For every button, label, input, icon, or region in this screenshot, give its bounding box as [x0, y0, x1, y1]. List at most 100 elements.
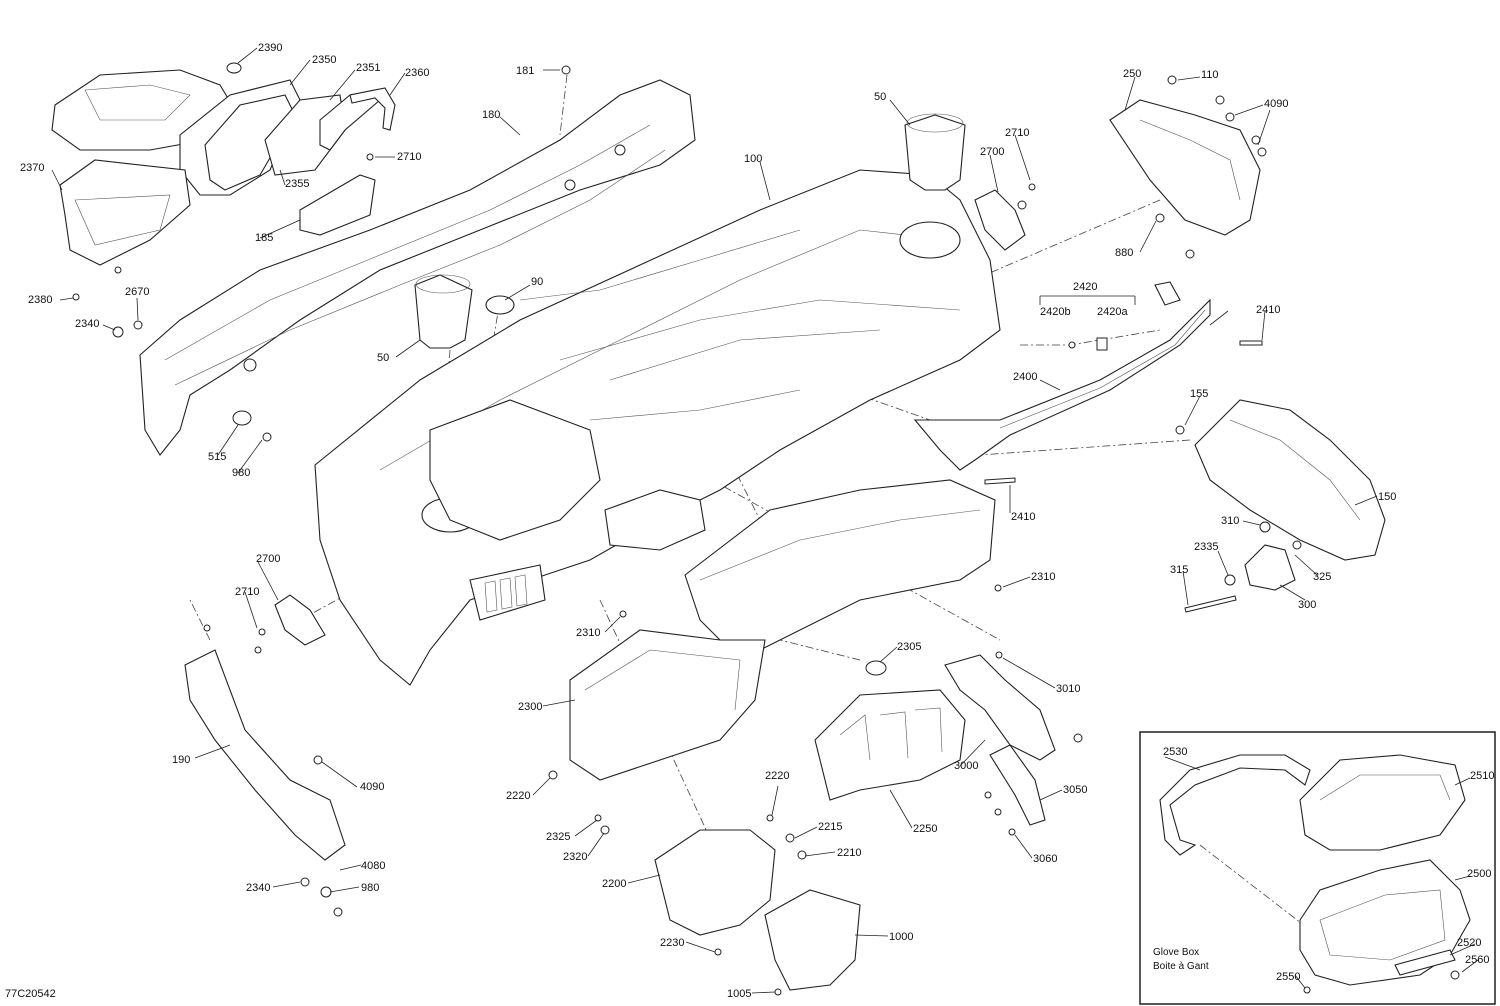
label-2410-bottom: 2410 — [1011, 511, 1035, 523]
label-1000: 1000 — [889, 931, 913, 943]
gauge-cluster-group — [51, 62, 396, 266]
label-2350: 2350 — [312, 54, 336, 66]
label-980-bottom: 980 — [361, 882, 379, 894]
bracket-300 — [1244, 544, 1296, 591]
label-110: 110 — [1201, 69, 1219, 81]
label-1005: 1005 — [727, 988, 751, 1000]
part-labels: 2390 2350 2351 2360 2370 2710 2355 185 2… — [20, 42, 1494, 1000]
label-310: 310 — [1221, 515, 1239, 527]
label-2305: 2305 — [897, 641, 921, 653]
label-2310-left: 2310 — [576, 627, 600, 639]
label-2335: 2335 — [1194, 541, 1218, 553]
label-2390: 2390 — [258, 42, 282, 54]
center-vent — [604, 489, 706, 551]
label-300: 300 — [1298, 599, 1316, 611]
label-315: 315 — [1170, 564, 1188, 576]
label-515: 515 — [208, 451, 226, 463]
bracket-250 — [1109, 99, 1261, 236]
label-2310-right: 2310 — [1031, 571, 1055, 583]
label-980-top: 980 — [232, 467, 250, 479]
label-2400: 2400 — [1013, 371, 1037, 383]
label-2380: 2380 — [28, 294, 52, 306]
plug-2305 — [865, 660, 887, 676]
glove-box-handle-2530 — [1159, 754, 1311, 856]
label-2320: 2320 — [563, 851, 587, 863]
label-90: 90 — [531, 276, 543, 288]
cup-insert-right — [904, 114, 966, 191]
brace-panel-185 — [299, 174, 376, 236]
handle-mount — [1154, 281, 1181, 306]
label-2355: 2355 — [285, 178, 309, 190]
center-storage-tray — [429, 399, 601, 541]
label-2550: 2550 — [1276, 971, 1300, 983]
label-2420: 2420 — [1073, 281, 1097, 293]
side-panel-150 — [1194, 399, 1386, 561]
glove-box-lid-2510 — [1299, 754, 1466, 851]
rear-brace — [139, 79, 696, 456]
cup-insert-left — [414, 274, 473, 349]
fastener-2390 — [226, 62, 242, 74]
label-155: 155 — [1190, 388, 1208, 400]
rear-brace-group — [139, 79, 696, 456]
label-2510: 2510 — [1470, 770, 1494, 782]
label-150: 150 — [1378, 491, 1396, 503]
label-880: 880 — [1115, 247, 1133, 259]
label-4090-left: 4090 — [360, 781, 384, 793]
cluster-lower-housing — [59, 159, 191, 266]
label-2250: 2250 — [913, 823, 937, 835]
label-3060: 3060 — [1033, 853, 1057, 865]
label-2220-left: 2220 — [506, 790, 530, 802]
knee-panel-2250 — [814, 689, 966, 801]
label-2360: 2360 — [405, 67, 429, 79]
glove-box-bin-2500 — [1299, 859, 1471, 986]
label-2220-right: 2220 — [765, 770, 789, 782]
label-3010: 3010 — [1056, 683, 1080, 695]
label-2710-right: 2710 — [1005, 127, 1029, 139]
label-2420a: 2420a — [1097, 306, 1128, 318]
label-3050: 3050 — [1063, 784, 1087, 796]
glove-box-strip-2520 — [1394, 949, 1456, 976]
label-2300: 2300 — [518, 701, 542, 713]
label-2230: 2230 — [660, 937, 684, 949]
label-325: 325 — [1313, 571, 1331, 583]
label-2560: 2560 — [1465, 954, 1489, 966]
label-190: 190 — [172, 754, 190, 766]
glove-box-inset: Glove Box Boite à Gant — [1139, 731, 1496, 1005]
label-180: 180 — [482, 109, 500, 121]
fasteners — [72, 65, 1302, 996]
inset-frame — [1139, 731, 1496, 1005]
cup-inserts — [414, 113, 966, 349]
grab-handle-2400 — [913, 298, 1211, 471]
side-trim-3000 — [944, 654, 1056, 761]
label-2700-right: 2700 — [980, 146, 1004, 158]
label-2325: 2325 — [546, 831, 570, 843]
lower-bin-left — [569, 629, 766, 781]
washer-515 — [232, 410, 252, 426]
label-2700-left: 2700 — [256, 553, 280, 565]
cover-1000 — [764, 889, 861, 991]
bracket-3050 — [989, 744, 1046, 826]
label-2670: 2670 — [125, 286, 149, 298]
bracket-2700-right — [974, 189, 1026, 251]
lower-tray-2300 — [684, 479, 996, 661]
side-panel-190 — [184, 649, 346, 861]
label-2410-top: 2410 — [1256, 304, 1280, 316]
cap-90 — [485, 295, 515, 315]
switch-panel — [469, 564, 546, 621]
label-4090-right: 4090 — [1264, 98, 1288, 110]
label-2520: 2520 — [1457, 937, 1481, 949]
label-2420b: 2420b — [1040, 306, 1071, 318]
label-2351: 2351 — [356, 62, 380, 74]
inset-title-french: Boite à Gant — [1153, 961, 1209, 972]
label-2710-left: 2710 — [235, 586, 259, 598]
bracket-2700-left — [274, 594, 326, 646]
label-181: 181 — [516, 65, 534, 77]
cup-holder-right — [899, 221, 961, 259]
label-2210: 2210 — [837, 847, 861, 859]
label-2215: 2215 — [818, 821, 842, 833]
drawing-number: 77C20542 — [5, 988, 56, 1000]
label-2200: 2200 — [602, 878, 626, 890]
lower-bin-2200 — [654, 829, 776, 936]
label-185: 185 — [255, 232, 273, 244]
label-50-right: 50 — [874, 91, 886, 103]
